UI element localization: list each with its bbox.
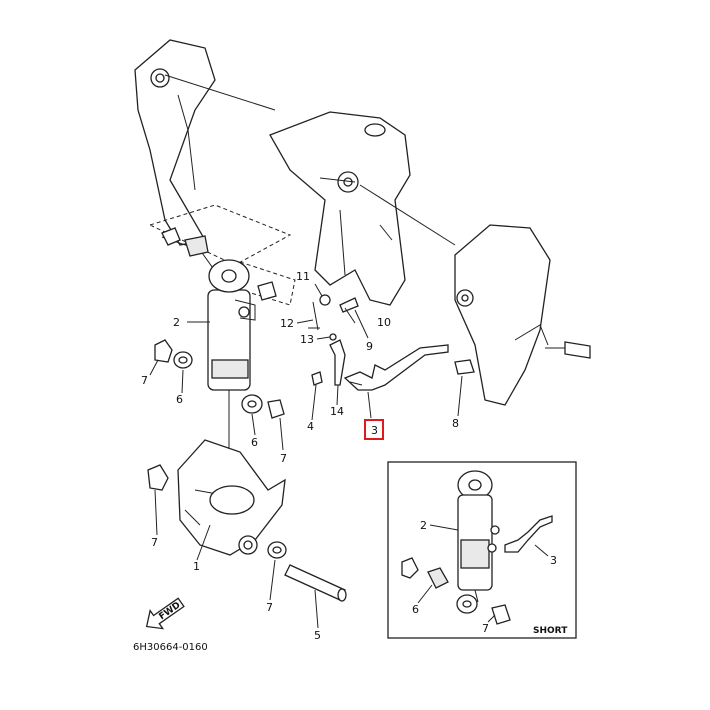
diagram-code: 6H30664-0160 [133,642,208,653]
collar-bottom [147,464,287,559]
inset-callout-2[interactable]: 2 [420,519,427,532]
tilt-lever [343,344,449,391]
callout-3[interactable]: 3 [371,424,378,437]
fwd-arrow: FWD [145,597,185,630]
callout-13[interactable]: 13 [300,333,314,346]
callout-6[interactable]: 6 [251,436,258,449]
stopper-pad [454,359,475,375]
callout-7[interactable]: 7 [141,374,148,387]
callout-labels: 2 7 6 6 7 7 1 7 5 4 14 8 9 10 11 12 13 3 [141,270,459,642]
inset-short: 2 3 6 7 SHORT [387,461,577,639]
clamp-bracket-right [454,224,591,406]
callout-10[interactable]: 10 [377,316,391,329]
collar-set-left [154,339,193,369]
fwd-arrow-icon [145,597,185,630]
inset-label: SHORT [533,626,568,636]
callout-11[interactable]: 11 [296,270,310,283]
callout-6[interactable]: 6 [176,393,183,406]
tilt-base-bracket [177,439,286,556]
leader-lines [149,283,463,629]
callout-9[interactable]: 9 [366,340,373,353]
callout-2[interactable]: 2 [173,316,180,329]
collar-set-right [241,394,285,419]
callout-8[interactable]: 8 [452,417,459,430]
bolt-set-upper [161,227,277,301]
inset-callout-7[interactable]: 7 [482,622,489,635]
callout-12[interactable]: 12 [280,317,294,330]
spring-and-pin-set [308,294,359,386]
inset-callout-6[interactable]: 6 [412,603,419,616]
callout-14[interactable]: 14 [330,405,344,418]
swivel-bracket [269,111,456,306]
callout-7[interactable]: 7 [151,536,158,549]
tilt-shaft [284,564,347,602]
callout-5[interactable]: 5 [314,629,321,642]
highlight-box [364,419,384,440]
callout-4[interactable]: 4 [307,420,314,433]
callout-1[interactable]: 1 [193,560,200,573]
inset-callout-3[interactable]: 3 [550,554,557,567]
callout-7[interactable]: 7 [266,601,273,614]
callout-7[interactable]: 7 [280,452,287,465]
clamp-bracket-left [134,39,276,246]
tilt-cylinder [207,259,256,485]
